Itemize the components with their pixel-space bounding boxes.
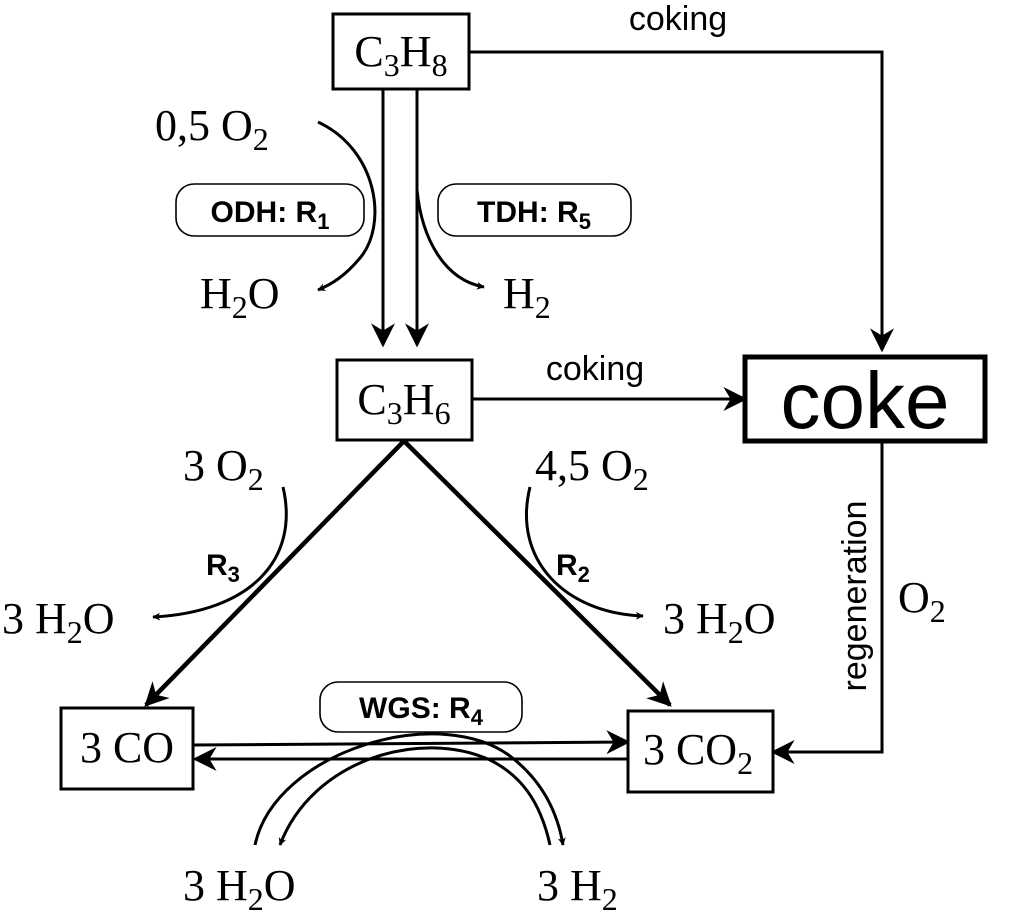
r2-side-arrow bbox=[524, 486, 644, 620]
r2-label: R2 bbox=[556, 549, 590, 587]
regeneration-label: regeneration bbox=[836, 501, 874, 692]
r3-side-arrow bbox=[152, 486, 288, 621]
odh-pill bbox=[175, 183, 365, 237]
tdh-pill bbox=[437, 183, 632, 237]
wgs-h2o-label: 3 H2O bbox=[183, 861, 296, 917]
wgs-forward-arrow bbox=[192, 730, 631, 755]
odh-h2o-label: H2O bbox=[200, 269, 280, 325]
r2-main-arrow bbox=[402, 439, 672, 707]
coking-top-label: coking bbox=[629, 0, 727, 38]
r3-label: R3 bbox=[206, 549, 240, 587]
r3-o2-label: 3 O2 bbox=[183, 441, 264, 497]
wgs-water-arc-inner bbox=[278, 746, 552, 846]
r3-main-arrow bbox=[144, 439, 406, 707]
wgs-h2-label: 3 H2 bbox=[537, 861, 618, 917]
wgs-label: WGS: R4 bbox=[359, 692, 484, 730]
regen-o2-label: O2 bbox=[898, 573, 946, 629]
propene-box bbox=[335, 358, 474, 442]
wgs-water-arc-outer bbox=[253, 732, 566, 846]
odh-label: ODH: R1 bbox=[211, 196, 330, 234]
regeneration-arrow bbox=[770, 441, 884, 764]
coking-top-arrow bbox=[469, 50, 894, 353]
tdh-label: TDH: R5 bbox=[477, 196, 591, 234]
co2-label: 3 CO2 bbox=[643, 725, 753, 781]
propane-label: C3H8 bbox=[354, 27, 447, 83]
coking-mid-label: coking bbox=[546, 350, 644, 388]
co2-box bbox=[626, 709, 775, 794]
coke-label: coke bbox=[781, 356, 950, 445]
r2-o2-label: 4,5 O2 bbox=[535, 441, 649, 497]
propane-box bbox=[331, 12, 471, 91]
tdh-side-arrow bbox=[415, 189, 485, 290]
r3-h2o-label: 3 H2O bbox=[2, 594, 115, 650]
tdh-h2-label: H2 bbox=[503, 269, 551, 325]
co-box bbox=[59, 706, 195, 791]
odh-side-arrow bbox=[317, 120, 377, 292]
co-label: 3 CO bbox=[80, 723, 174, 772]
coke-box bbox=[742, 354, 988, 444]
propene-label: C3H6 bbox=[357, 375, 450, 431]
odh-o2-label: 0,5 O2 bbox=[155, 101, 269, 157]
wgs-pill bbox=[319, 681, 523, 733]
r2-h2o-label: 3 H2O bbox=[663, 594, 776, 650]
